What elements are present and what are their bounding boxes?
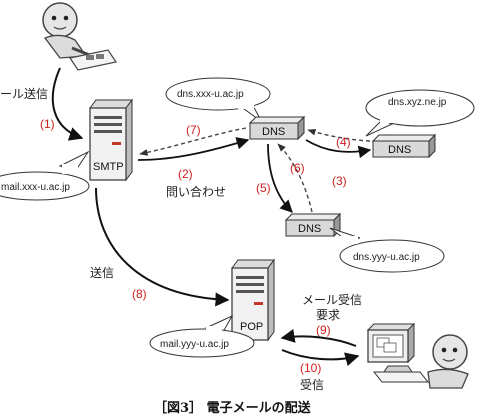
dns-yyy-label: DNS [298, 223, 321, 235]
recv-request-label-2: 要求 [316, 308, 340, 322]
step-5-label: (5) [256, 181, 271, 195]
receiver-person-icon [427, 334, 469, 389]
dns-xyz-host-text: dns.xyz.ne.jp [388, 97, 447, 108]
pop-server-icon [231, 258, 275, 342]
sender-person-icon [42, 2, 117, 71]
dns-xyz-bubble [365, 89, 475, 137]
dns-local-box [248, 115, 306, 141]
arrow-step-3 [305, 139, 372, 159]
arrow-step-8 [95, 187, 230, 307]
receiver-computer-icon [366, 322, 430, 383]
step-8-label: (8) [132, 287, 147, 301]
recv-request-label-1: メール受信 [302, 293, 362, 307]
arrow-step-6 [277, 143, 313, 213]
smtp-server-icon [89, 98, 133, 182]
send-label: 送信 [90, 265, 114, 280]
smtp-label: SMTP [93, 161, 124, 173]
inquiry-label: 問い合わせ [166, 184, 226, 199]
smtp-host-text: mail.xxx-u.ac.jp [1, 182, 70, 193]
arrow-step-1 [51, 67, 84, 141]
dns-yyy-bubble [329, 227, 445, 273]
pop-host-text: mail.yyy-u.ac.jp [160, 339, 229, 350]
pop-host-bubble [149, 314, 255, 358]
dns-local-label: DNS [262, 126, 285, 138]
arrow-step-10 [281, 349, 360, 367]
figure-caption: ［図3］ 電子メールの配送 [154, 400, 312, 416]
step-3-label: (3) [332, 174, 347, 188]
receive-label: 受信 [300, 378, 324, 392]
arrow-step-7 [139, 127, 247, 156]
arrow-step-2 [137, 137, 250, 161]
dns-local-host-text: dns.xxx-u.ac.jp [177, 89, 244, 100]
smtp-host-bubble [0, 150, 90, 201]
step-7-label: (7) [186, 123, 201, 137]
arrow-step-9 [280, 329, 357, 347]
arrow-step-4 [307, 128, 371, 142]
dns-local-bubble [165, 77, 271, 123]
step-2-label: (2) [178, 167, 193, 181]
step-6-label: (6) [290, 161, 305, 175]
step-1-label: (1) [40, 117, 55, 131]
arrow-step-5 [267, 143, 293, 213]
dns-xyz-label: DNS [388, 144, 411, 156]
send-mail-label: ール送信 [0, 86, 48, 101]
step-4-label: (4) [336, 135, 351, 149]
pop-label: POP [240, 321, 263, 333]
step-10-label: (10) [300, 361, 321, 375]
step-9-label: (9) [316, 323, 331, 337]
dns-yyy-host-text: dns.yyy-u.ac.jp [353, 252, 420, 263]
dns-xyz-box [371, 133, 437, 159]
